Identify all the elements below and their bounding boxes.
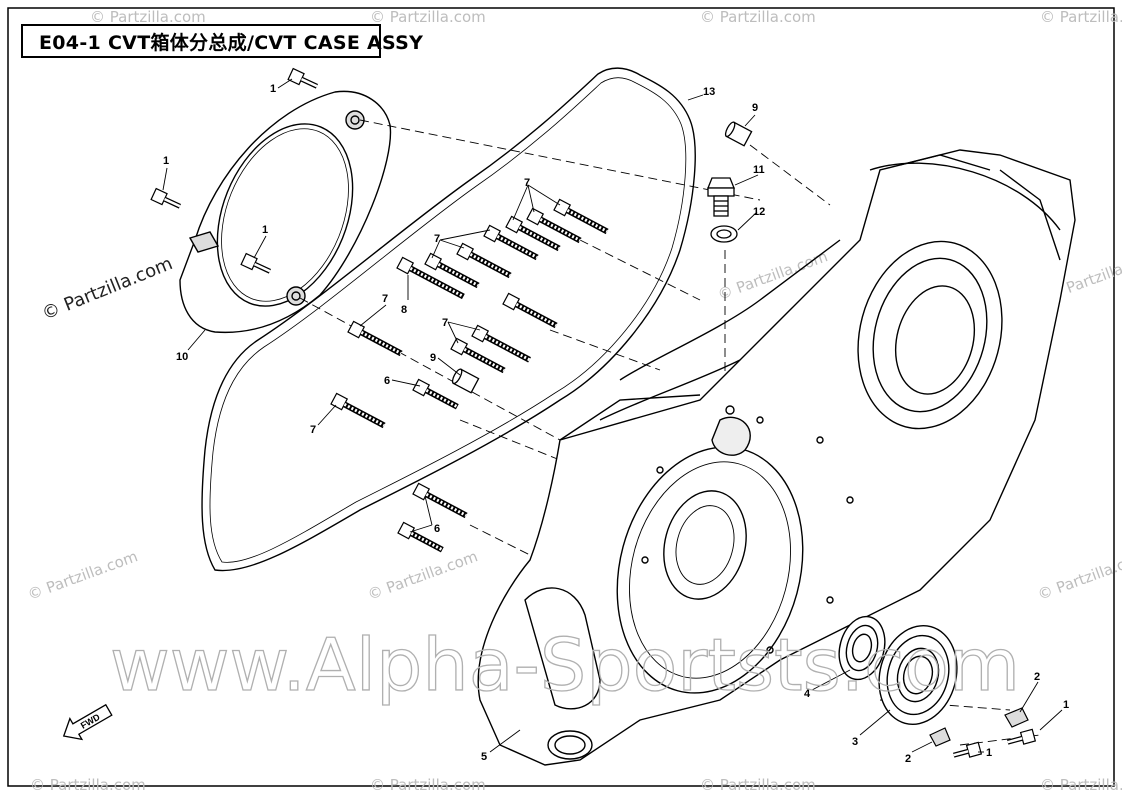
outer-cover-plate xyxy=(179,90,392,334)
callout-4: 4 xyxy=(804,688,811,700)
bolt xyxy=(347,320,403,357)
bolt xyxy=(287,67,318,89)
retainer-plates xyxy=(929,707,1029,747)
bolt xyxy=(240,252,271,274)
watermark-small: © Partzilla.com xyxy=(90,8,206,26)
bolt xyxy=(526,207,582,244)
callout-1: 1 xyxy=(270,83,276,95)
callout-1: 1 xyxy=(1063,699,1069,711)
callout-1: 1 xyxy=(163,155,169,167)
bolt xyxy=(505,215,561,252)
bolt xyxy=(450,337,506,374)
title-box: E04-1 CVT箱体分总成/CVT CASE ASSY xyxy=(21,24,423,58)
bolt xyxy=(456,242,512,279)
callout-7: 7 xyxy=(524,177,530,189)
bolt xyxy=(397,521,444,553)
diagram-frame xyxy=(7,7,1115,787)
callout-7: 7 xyxy=(442,317,448,329)
drain-plug xyxy=(707,177,735,217)
bolt xyxy=(502,292,558,329)
callout-12: 12 xyxy=(753,206,765,218)
bolt xyxy=(150,187,181,209)
bolt xyxy=(553,198,609,235)
watermark-small: © Partzilla.com xyxy=(1035,547,1122,604)
callout-7: 7 xyxy=(382,293,388,305)
cover-gasket xyxy=(201,67,696,572)
bolt xyxy=(483,224,539,261)
callout-2: 2 xyxy=(905,753,911,765)
callout-9: 9 xyxy=(430,352,436,364)
callout-8: 8 xyxy=(401,304,407,316)
bolt xyxy=(330,392,386,429)
watermark-small: © Partzilla.com xyxy=(365,547,480,604)
bolt xyxy=(953,741,983,758)
watermark-small: © Partzilla.com xyxy=(700,8,816,26)
callout-7: 7 xyxy=(310,424,316,436)
callout-1: 1 xyxy=(262,224,268,236)
watermark-small: © Partzilla.com xyxy=(370,776,486,794)
bolt-set xyxy=(150,67,1037,758)
bearing xyxy=(878,625,958,725)
callout-5: 5 xyxy=(481,751,487,763)
cvt-case-housing xyxy=(477,149,1076,766)
oil-seal xyxy=(838,615,886,681)
forward-arrow-icon: FWD xyxy=(62,703,113,741)
callout-13: 13 xyxy=(703,86,715,98)
callout-6: 6 xyxy=(384,375,390,387)
callout-labels: 1 1 1 1 1 2 2 3 4 5 6 6 7 7 7 7 7 8 9 9 … xyxy=(163,83,1069,765)
bolt xyxy=(412,378,459,410)
watermark-small: © Partzilla.com xyxy=(25,547,140,604)
bolt xyxy=(412,482,468,519)
bolt xyxy=(1007,728,1037,745)
page-title: E04-1 CVT箱体分总成/CVT CASE ASSY xyxy=(39,31,424,54)
callout-6: 6 xyxy=(434,523,440,535)
bolt xyxy=(424,252,480,289)
watermark-small: © Partzilla.com xyxy=(30,776,146,794)
callout-10: 10 xyxy=(176,351,188,363)
watermark-small: © Partzilla.com xyxy=(700,776,816,794)
callout-7: 7 xyxy=(434,233,440,245)
sealing-washer xyxy=(710,225,738,243)
watermark-small: © Partzilla.com xyxy=(370,8,486,26)
callout-11: 11 xyxy=(753,164,765,176)
watermark-small: © Partzilla.com xyxy=(1040,776,1122,794)
leader-lines xyxy=(162,78,1063,753)
watermark-large: www.Alpha-Sportsts.com xyxy=(110,623,1020,707)
bolt xyxy=(396,256,465,300)
callout-2: 2 xyxy=(1034,671,1040,683)
callout-9: 9 xyxy=(752,102,758,114)
callout-1: 1 xyxy=(986,747,992,759)
watermark-side: © Partzilla.com xyxy=(39,253,176,325)
callout-3: 3 xyxy=(852,736,858,748)
watermark-small: © Partzilla.com xyxy=(1040,8,1122,26)
